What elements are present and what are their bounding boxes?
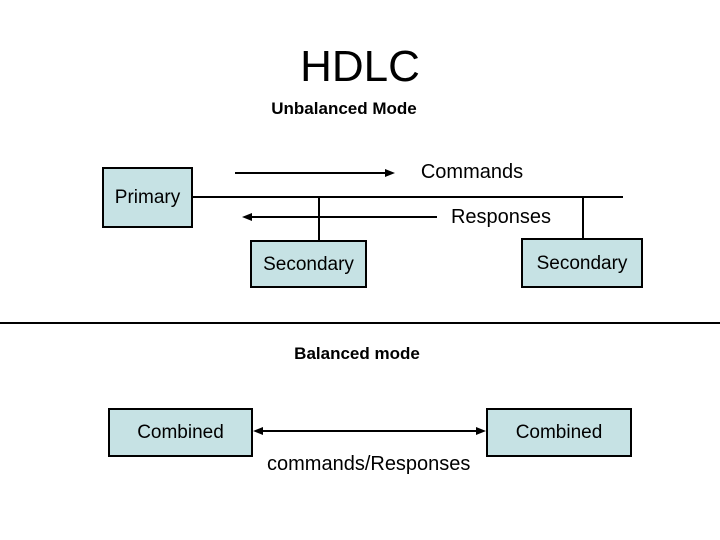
bus-line (193, 196, 623, 198)
combined-left-label: Combined (137, 422, 224, 443)
double-arrow-line (263, 430, 476, 432)
secondary-right-box: Secondary (521, 238, 643, 288)
primary-label: Primary (114, 187, 181, 208)
commands-label: Commands (420, 161, 524, 183)
secondary-left-box: Secondary (250, 240, 367, 288)
secondary-right-label: Secondary (536, 252, 628, 274)
secondary-left-label: Secondary (263, 253, 354, 275)
responses-label: Responses (450, 206, 552, 228)
commands-arrowhead-icon (385, 169, 395, 177)
combined-right-box: Combined (486, 408, 632, 457)
primary-box: Primary (102, 167, 193, 228)
secondary-right-drop-line (582, 196, 584, 238)
balanced-mode-heading: Balanced mode (294, 344, 420, 363)
combined-left-box: Combined (108, 408, 253, 457)
double-arrowhead-left-icon (253, 427, 263, 435)
commands-responses-label: commands/Responses (267, 453, 471, 475)
double-arrowhead-right-icon (476, 427, 486, 435)
unbalanced-mode-heading: Unbalanced Mode (271, 99, 417, 118)
section-divider (0, 322, 720, 324)
responses-arrow-line (252, 216, 437, 218)
combined-right-label: Combined (515, 422, 603, 443)
secondary-left-drop-line (318, 196, 320, 240)
slide-title: HDLC (300, 42, 420, 91)
responses-arrowhead-icon (242, 213, 252, 221)
commands-arrow-line (235, 172, 385, 174)
